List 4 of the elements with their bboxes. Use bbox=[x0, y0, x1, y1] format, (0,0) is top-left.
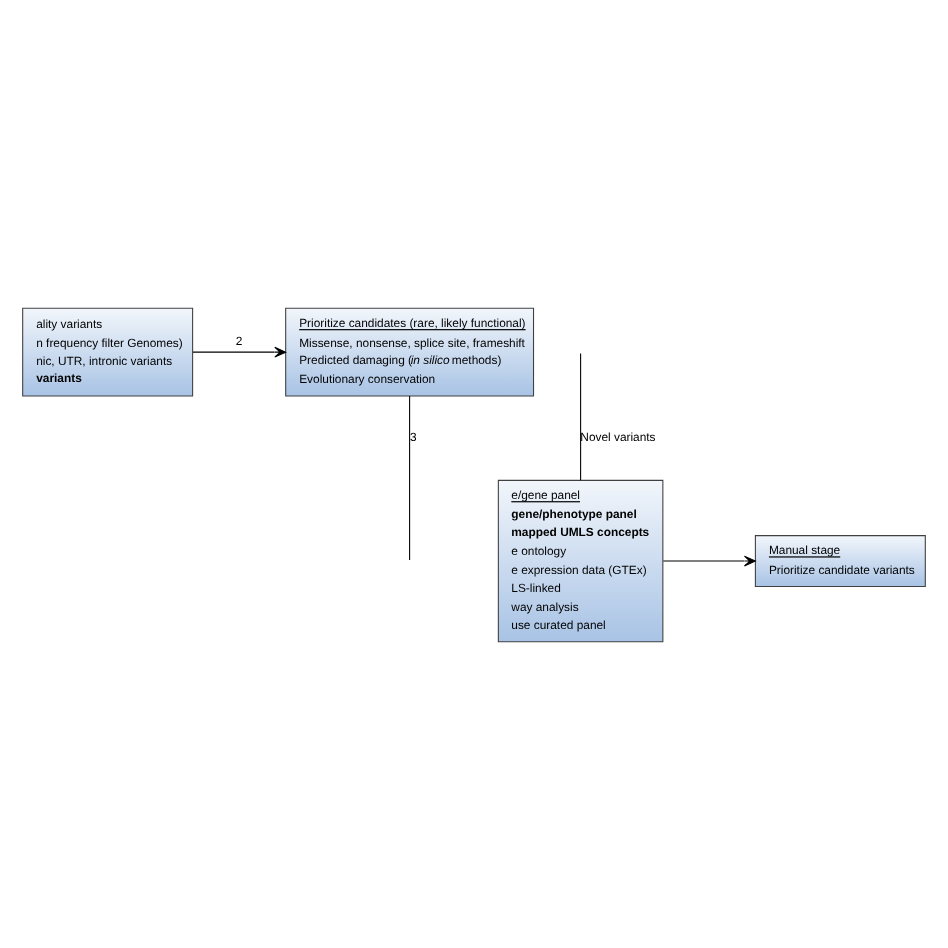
connector bbox=[580, 351, 582, 480]
connector bbox=[409, 394, 411, 560]
arrow bbox=[662, 554, 756, 566]
arrow bbox=[192, 345, 287, 357]
